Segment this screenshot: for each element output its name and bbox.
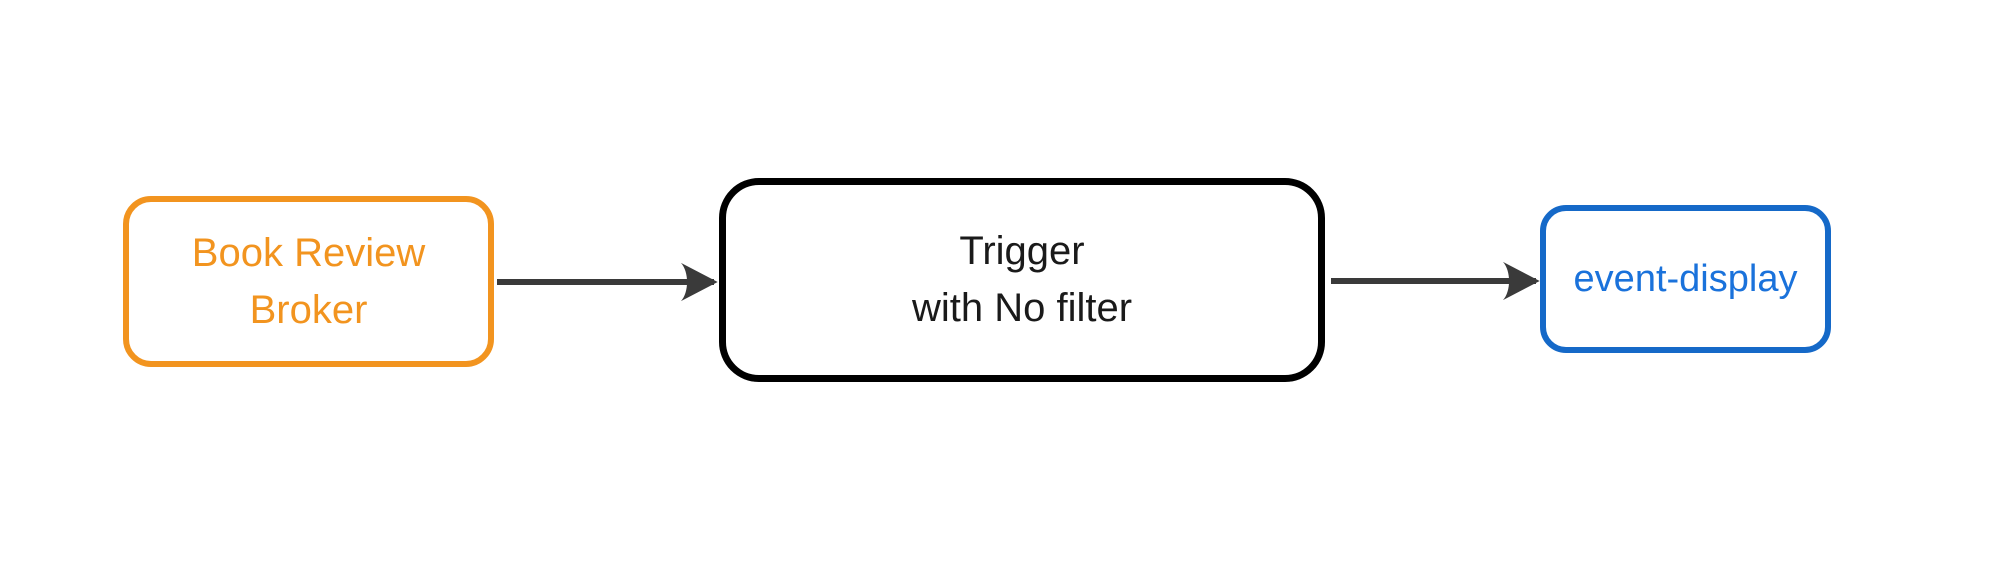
node-book-review-broker: Book Review Broker bbox=[123, 196, 494, 367]
node-label-line: Book Review bbox=[191, 230, 426, 275]
node-label-line: Broker bbox=[249, 287, 368, 332]
node-label-line: with No filter bbox=[911, 286, 1133, 330]
node-label-line: event-display bbox=[1573, 257, 1798, 300]
node-trigger: Trigger with No filter bbox=[719, 178, 1325, 382]
node-label-line: Trigger bbox=[959, 229, 1085, 273]
node-event-display: event-display bbox=[1540, 205, 1831, 353]
